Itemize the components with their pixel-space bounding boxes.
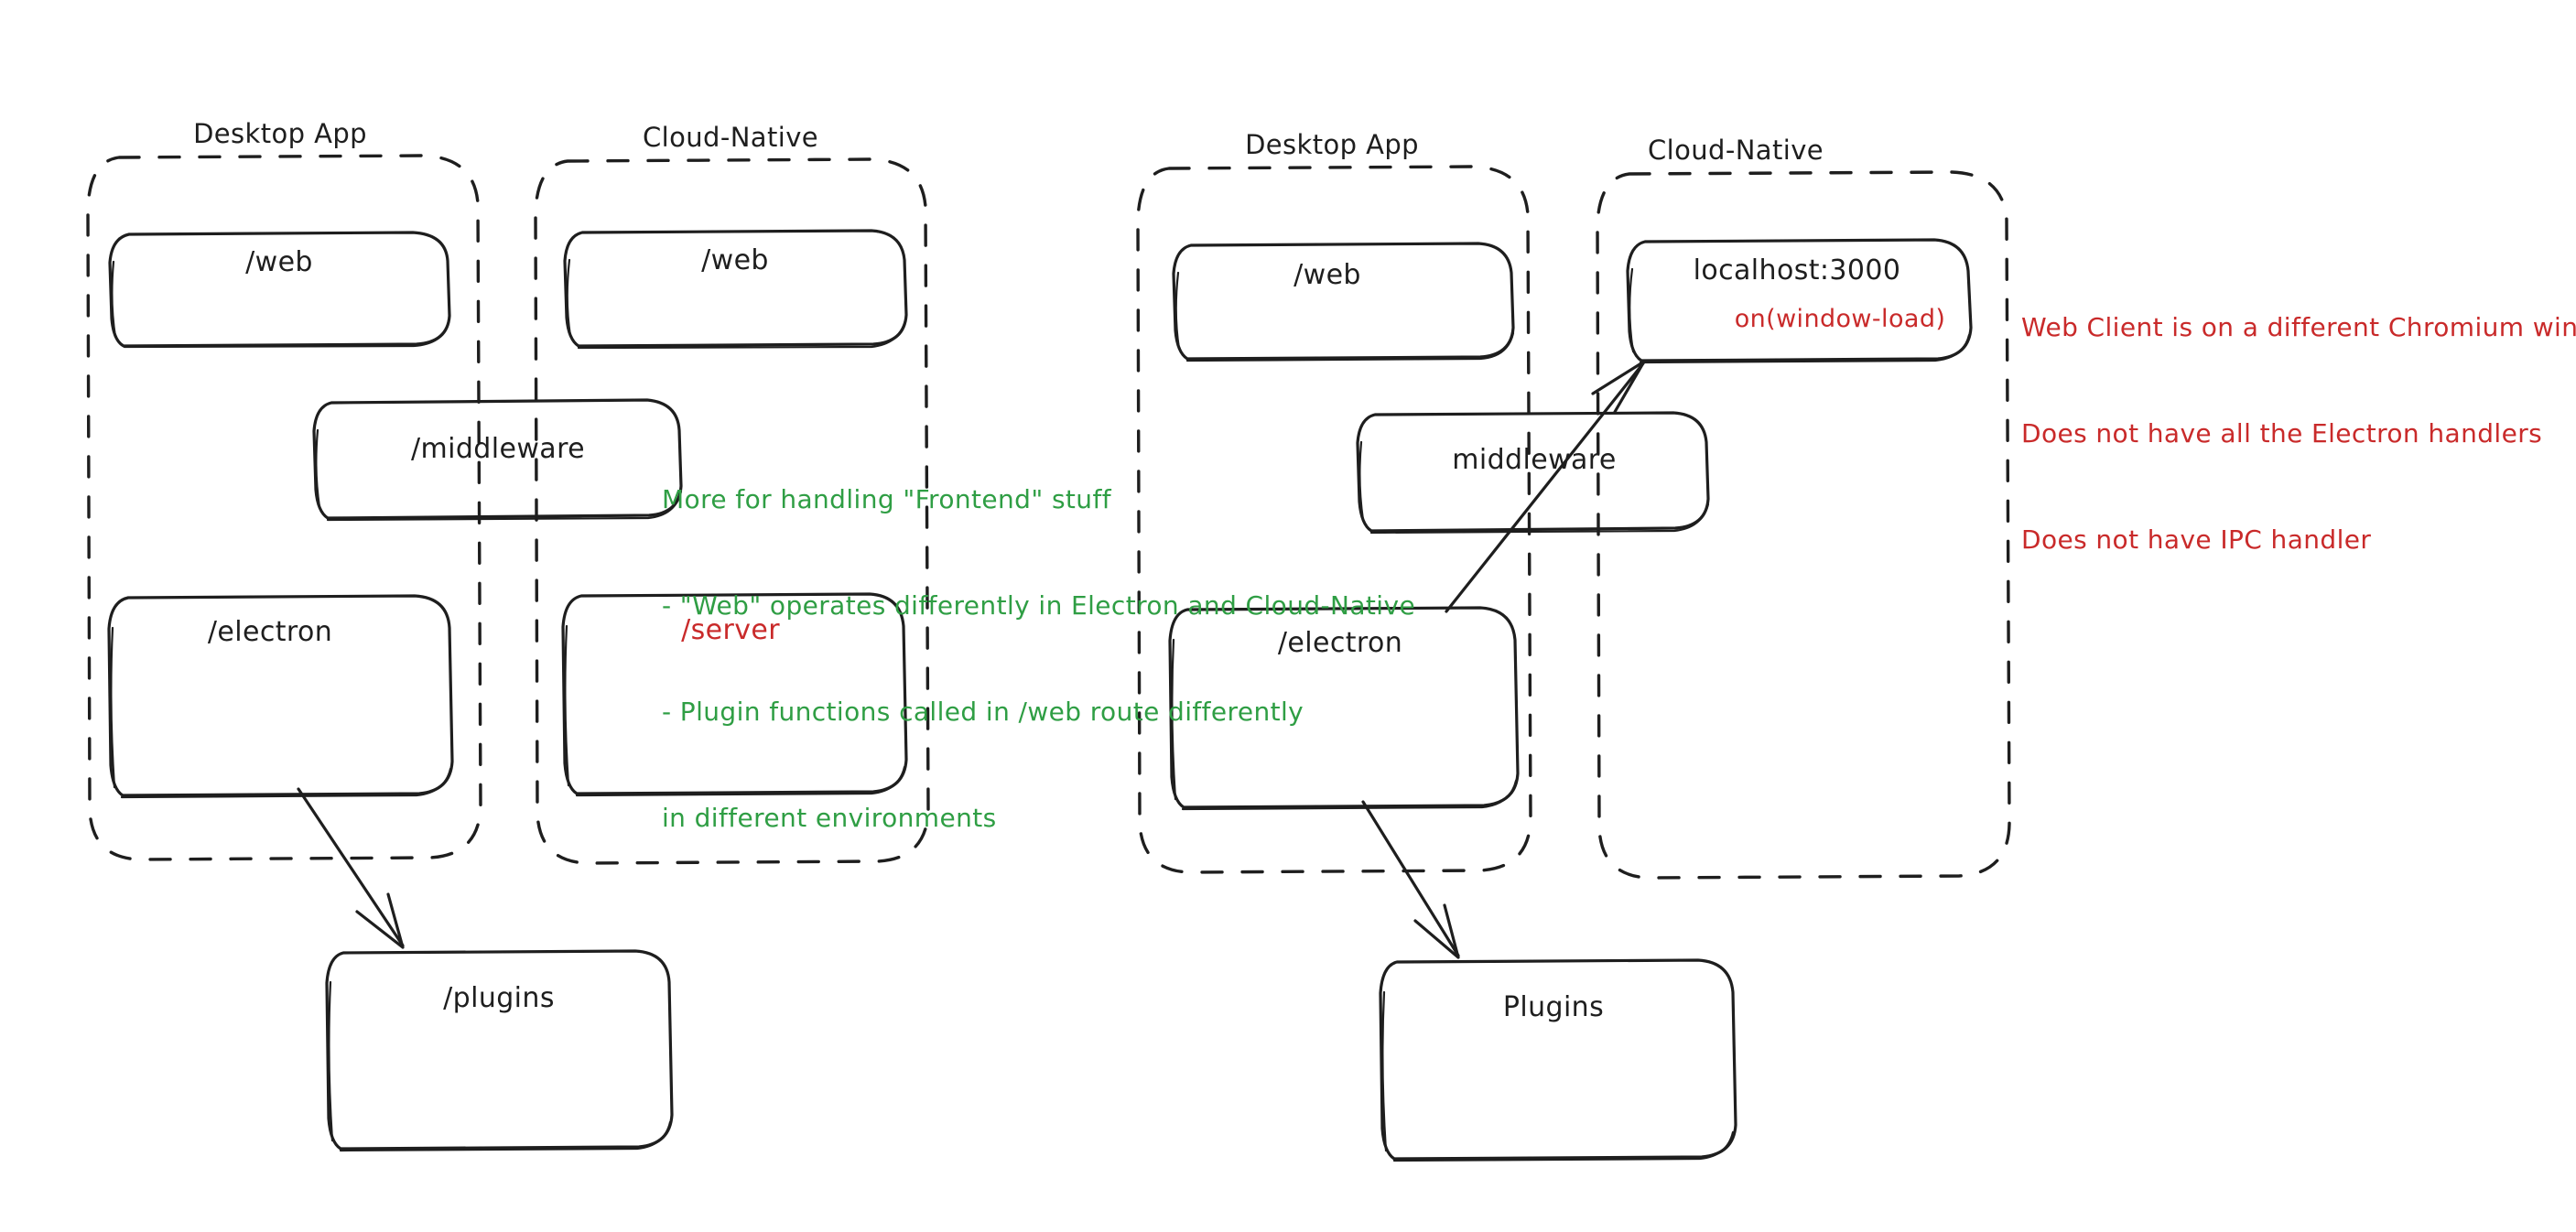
left-cloud-native-title: Cloud-Native — [643, 122, 818, 153]
right-red-annotation-line-2: Does not have all the Electron handlers — [2021, 418, 2543, 449]
right-desktop-app-title: Desktop App — [1245, 129, 1419, 160]
right-red-annotation-line-3: Does not have IPC handler — [2021, 524, 2372, 555]
left-middleware-label: /middleware — [411, 433, 585, 465]
right-plugins-box — [1379, 958, 1737, 1162]
left-desktop-app-container — [86, 154, 482, 861]
left-cloud-native-container — [534, 157, 930, 865]
right-desktop-app-container — [1136, 165, 1532, 874]
right-desktop-web-box — [1172, 242, 1515, 362]
left-middleware-box — [312, 398, 683, 522]
right-localhost-label: localhost:3000 — [1693, 254, 1901, 286]
left-server-label: /server — [681, 614, 780, 646]
left-desktop-app-title: Desktop App — [193, 118, 367, 149]
right-middleware-label: middleware — [1452, 444, 1617, 476]
left-green-annotation-line-1: More for handling "Frontend" stuff — [662, 484, 1111, 515]
right-desktop-electron-box — [1168, 606, 1520, 811]
right-cloud-native-title: Cloud-Native — [1648, 135, 1824, 166]
left-green-annotation-line-2: - "Web" operates differently in Electron… — [662, 590, 1416, 621]
right-electron-to-plugins-arrow — [1361, 800, 1460, 959]
right-desktop-web-label: /web — [1293, 259, 1361, 291]
right-red-annotation-line-1: Web Client is on a different Chromium wi… — [2021, 312, 2576, 343]
left-cloud-web-box — [563, 229, 908, 350]
left-plugins-label: /plugins — [443, 982, 555, 1014]
left-desktop-web-label: /web — [245, 246, 313, 278]
left-plugins-box — [325, 949, 674, 1152]
left-cloud-server-box — [561, 592, 908, 797]
right-middleware-box — [1356, 411, 1710, 535]
left-green-annotation: More for handling "Frontend" stuff - "We… — [662, 412, 1415, 907]
right-cloud-native-container — [1596, 170, 2011, 880]
left-green-annotation-line-3: - Plugin functions called in /web route … — [662, 697, 1304, 727]
right-electron-to-localhost-arrow — [1445, 360, 1646, 613]
left-cloud-web-label: /web — [701, 244, 769, 276]
right-plugins-label: Plugins — [1502, 991, 1605, 1023]
left-electron-to-plugins-arrow — [297, 787, 405, 949]
left-green-annotation-line-4: in different environments — [662, 802, 997, 833]
right-red-annotation: Web Client is on a different Chromium wi… — [2021, 240, 2576, 629]
right-localhost-box — [1626, 238, 1973, 364]
right-localhost-sublabel: on(window-load) — [1734, 305, 1946, 333]
left-desktop-electron-box — [107, 594, 454, 799]
left-desktop-web-box — [108, 231, 451, 349]
left-electron-label: /electron — [207, 616, 333, 648]
right-electron-label: /electron — [1277, 627, 1403, 659]
